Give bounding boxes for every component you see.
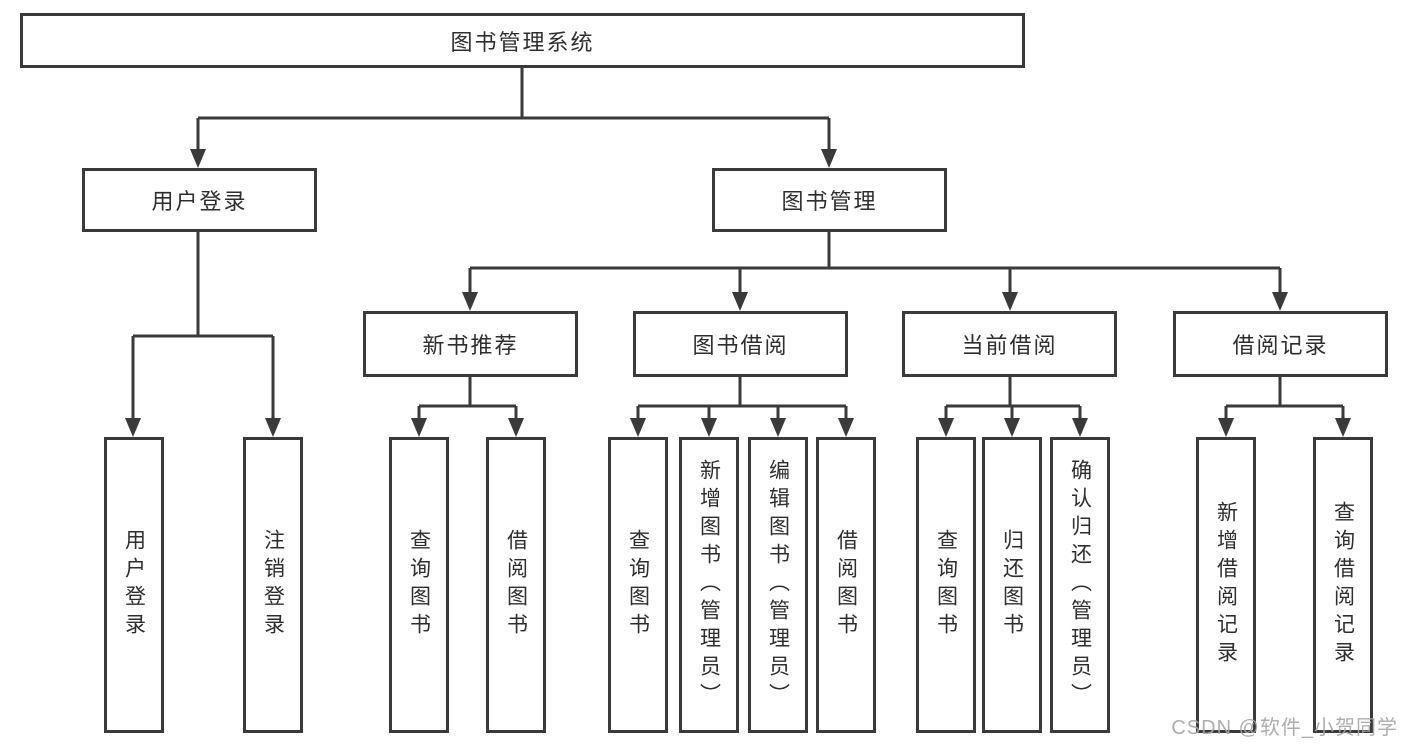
leaf-label: 查询图书 xyxy=(626,529,650,641)
leaf-label: 归还图书 xyxy=(1000,529,1024,641)
node-new-book-recommendation: 新书推荐 xyxy=(363,311,578,377)
leaf-label: 编辑图书（管理员） xyxy=(766,459,790,711)
node-borrowing-records: 借阅记录 xyxy=(1173,311,1388,377)
leaf-current-return-books: 归还图书 xyxy=(982,437,1042,733)
node-current-borrowing: 当前借阅 xyxy=(902,311,1117,377)
leaf-rec-query-books: 查询图书 xyxy=(389,437,449,733)
leaf-borrow-add-books-admin: 新增图书（管理员） xyxy=(679,437,739,733)
leaf-label: 用户登录 xyxy=(122,529,146,641)
leaf-label: 新增图书（管理员） xyxy=(697,459,721,711)
leaf-logout: 注销登录 xyxy=(243,437,303,733)
leaf-label: 新增借阅记录 xyxy=(1214,501,1238,669)
leaf-label: 注销登录 xyxy=(261,529,285,641)
leaf-label: 查询借阅记录 xyxy=(1331,501,1355,669)
leaf-records-query-record: 查询借阅记录 xyxy=(1313,437,1373,733)
leaf-borrow-edit-books-admin: 编辑图书（管理员） xyxy=(748,437,808,733)
leaf-current-query-books: 查询图书 xyxy=(916,437,976,733)
leaf-label: 借阅图书 xyxy=(834,529,858,641)
leaf-label: 查询图书 xyxy=(934,529,958,641)
leaf-borrow-borrow-books: 借阅图书 xyxy=(816,437,876,733)
leaf-borrow-query-books: 查询图书 xyxy=(608,437,668,733)
leaf-rec-borrow-books: 借阅图书 xyxy=(486,437,546,733)
leaf-user-login: 用户登录 xyxy=(104,437,164,733)
leaf-label: 查询图书 xyxy=(407,529,431,641)
leaf-label: 确认归还（管理员） xyxy=(1068,459,1092,711)
csdn-watermark: CSDN @软件_小贺同学 xyxy=(1171,717,1398,739)
leaf-label: 借阅图书 xyxy=(504,529,528,641)
node-user-login: 用户登录 xyxy=(82,168,317,232)
leaf-records-add-record: 新增借阅记录 xyxy=(1196,437,1256,733)
node-book-borrowing: 图书借阅 xyxy=(633,311,848,377)
leaf-current-confirm-return-admin: 确认归还（管理员） xyxy=(1050,437,1110,733)
node-library-system: 图书管理系统 xyxy=(20,13,1025,68)
node-book-management: 图书管理 xyxy=(712,168,947,232)
